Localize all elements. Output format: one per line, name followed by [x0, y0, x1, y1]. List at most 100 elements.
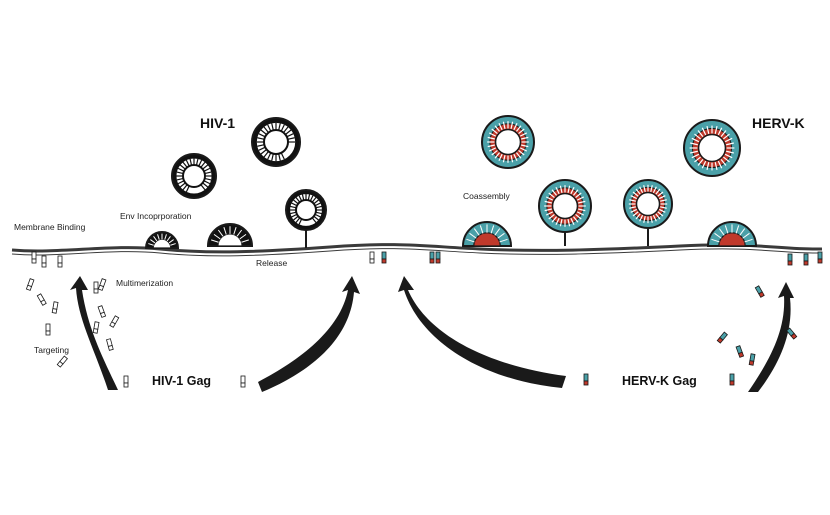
hiv-gag-label: HIV-1 Gag [152, 374, 212, 388]
particle-spoke [258, 133, 266, 138]
herv-bud-late [706, 221, 758, 247]
particle-spoke [723, 133, 730, 140]
particle-spoke [313, 199, 319, 204]
particle-spoke [198, 159, 203, 166]
particle-spoke [635, 188, 641, 195]
particle-spoke [575, 192, 582, 199]
bud-spoke [211, 239, 219, 243]
gag-head [748, 360, 755, 366]
particle-spoke [286, 133, 294, 138]
bud-spoke [473, 228, 480, 236]
particle-spoke [307, 194, 311, 200]
arrow-hiv-left [70, 276, 118, 390]
particle-spoke [544, 200, 552, 204]
gag-head [803, 260, 809, 266]
particle-spoke [691, 153, 700, 159]
gag-body [369, 251, 375, 260]
particle-spoke [291, 213, 297, 218]
particle-spoke [285, 129, 292, 135]
gag-body [123, 375, 129, 384]
particle-spoke [701, 160, 707, 169]
particle-spoke [502, 121, 506, 129]
particle-spoke [176, 171, 183, 175]
particle-spoke [518, 128, 525, 135]
particle-spoke [293, 199, 299, 204]
particle-spoke [491, 149, 498, 156]
particle-spoke [570, 217, 575, 226]
bud-spoke [170, 243, 176, 246]
bud-spoke [236, 229, 243, 237]
arrow-hiv-right [258, 276, 360, 392]
gag-head [381, 258, 387, 264]
bud-spoke [735, 225, 740, 234]
particle-spoke [312, 197, 317, 203]
gag-hiv-16 [97, 278, 107, 291]
gag-head [716, 336, 724, 344]
gag-herv-3 [748, 353, 756, 366]
gag-head [758, 291, 765, 298]
particle-spoke [185, 186, 190, 193]
gag-herv-6 [583, 373, 589, 386]
gag-hiv-2 [51, 301, 59, 314]
particle-spoke [639, 186, 644, 194]
particle-spoke [298, 219, 303, 225]
gag-head [40, 299, 47, 306]
particle-spoke [271, 123, 274, 130]
particle-spoke [655, 213, 661, 220]
gag-body [817, 251, 823, 260]
particle-spoke [293, 216, 299, 221]
label-env-incorporation: Env Incoprporation [120, 211, 192, 221]
gag-head [41, 262, 47, 268]
bud-spoke [714, 232, 722, 239]
gag-body [787, 253, 793, 262]
particle-spoke [551, 216, 558, 223]
particle-spoke [185, 159, 190, 166]
gag-head [93, 288, 99, 294]
gag-head [31, 258, 37, 264]
cell-membrane [11, 243, 823, 257]
particle-spoke [629, 206, 636, 209]
bud-spoke [466, 238, 475, 243]
particle-spoke [575, 213, 582, 220]
particle-spoke [202, 164, 209, 170]
particle-spoke [280, 124, 285, 132]
particle-spoke [724, 153, 733, 159]
particle-spoke [510, 121, 514, 129]
particle-spoke [204, 180, 211, 185]
particle-spoke [629, 199, 636, 202]
particle-spoke [518, 149, 525, 156]
bud-spoke [166, 236, 171, 242]
herv-title: HERV-K [752, 115, 805, 131]
particle-spoke [182, 161, 188, 168]
particle-spoke [315, 202, 321, 207]
gag-head [817, 258, 823, 264]
particle-spoke [510, 155, 514, 163]
particle-spoke [295, 197, 300, 203]
particle-spoke [179, 164, 186, 170]
bud-spoke [213, 233, 221, 240]
gag-hiv-1 [36, 293, 47, 306]
particle-spoke [544, 208, 552, 212]
particle-core [551, 192, 579, 220]
particle-spoke [545, 211, 554, 216]
particle-spoke [202, 182, 209, 188]
hiv-particle-free-1 [171, 153, 217, 199]
gag-body [381, 251, 387, 260]
gag-head [369, 258, 375, 264]
bud-spoke [153, 236, 158, 242]
particle-spoke [288, 137, 295, 140]
gag-head [240, 382, 246, 388]
particle-spoke [658, 195, 666, 200]
particle-spoke [521, 136, 529, 140]
gag-herv-10 [787, 253, 793, 266]
particle-spoke [720, 159, 727, 166]
particle-spoke [706, 126, 710, 134]
hiv-bud-early [144, 231, 180, 249]
particle-spoke [267, 124, 272, 132]
particle-spoke [290, 205, 296, 209]
particle-spoke [515, 152, 522, 159]
gag-body [435, 251, 441, 260]
particle-spoke [567, 185, 571, 193]
